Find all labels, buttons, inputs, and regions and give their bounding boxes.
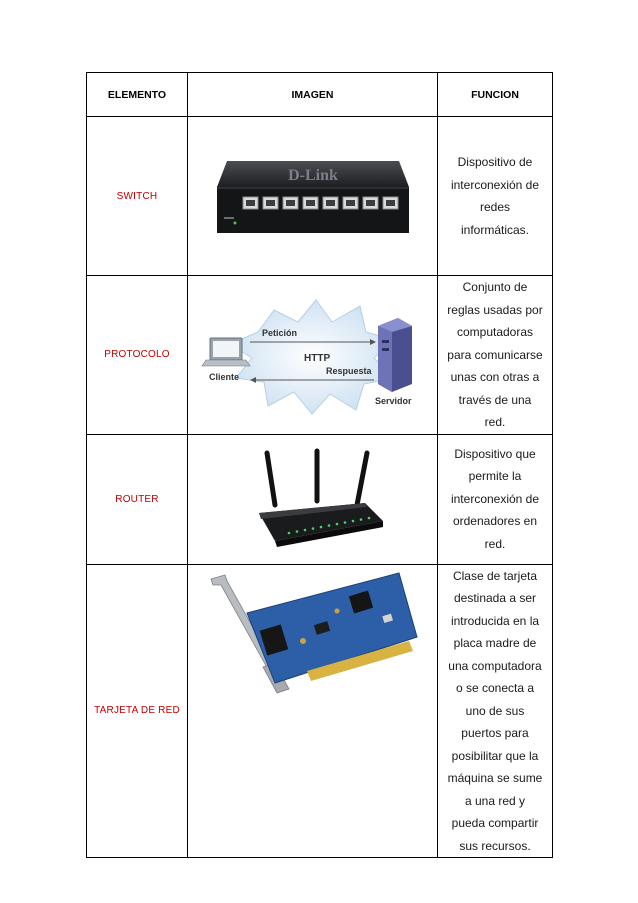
function-line: uno de sus [465, 703, 525, 718]
router-led [303, 528, 306, 532]
function-text: Clase de tarjeta destinada a ser introdu… [438, 565, 552, 858]
card-gold-contacts [306, 640, 413, 681]
element-label-router: ROUTER [86, 433, 188, 565]
switch-illustration: D-Link [216, 161, 409, 233]
router-led [335, 522, 338, 526]
router-led [367, 516, 370, 520]
function-tarjeta-de-red: Clase de tarjeta destinada a ser introdu… [437, 563, 553, 858]
function-line: placa madre de [453, 636, 537, 650]
function-line: Clase de tarjeta [452, 568, 538, 583]
elements-table: ELEMENTO IMAGEN FUNCION SWITCH D-Link [86, 72, 553, 858]
network-card-image [187, 563, 438, 858]
switch-image: D-Link [187, 116, 438, 276]
function-line: puertos para [461, 726, 529, 740]
router-leds [287, 516, 370, 535]
header-funcion: FUNCION [437, 72, 553, 117]
function-line: máquina se sume [447, 771, 543, 785]
router-led [343, 521, 346, 524]
function-line: informáticas. [460, 222, 530, 237]
function-line: permite la [468, 469, 522, 484]
brand-logo: D-Link [288, 167, 338, 184]
function-line: para comunicarse [447, 347, 543, 362]
function-line: red. [484, 536, 506, 551]
router-led [319, 525, 322, 529]
card-connector [259, 623, 288, 656]
function-router: Dispositivo que permite la interconexión… [437, 433, 553, 565]
router-illustration [258, 448, 383, 547]
function-line: red. [484, 415, 506, 429]
router-image [187, 433, 438, 565]
function-line: interconexión de [450, 177, 540, 192]
server-icon [377, 317, 412, 392]
client-label: Cliente [209, 372, 239, 382]
header-row: ELEMENTO IMAGEN FUNCION [86, 72, 553, 117]
table-row-router: ROUTER Dispositivo que permite la interc… [86, 433, 553, 565]
function-line: sus recursos. [459, 838, 531, 853]
network-card-illustration [209, 571, 418, 693]
function-line: pueda compartir [451, 816, 539, 830]
function-line: introducida en la [450, 613, 540, 628]
function-line: a una red y [464, 793, 526, 808]
function-line: Dispositivo que [454, 446, 536, 461]
cloud-shape [228, 298, 395, 415]
function-line: una computadora [448, 658, 542, 673]
antenna-icons [264, 448, 369, 508]
table-row-protocolo: PROTOCOLO Cliente [86, 275, 553, 435]
table-row-tarjeta-de-red: TARJETA DE RED Clase de tarjet [86, 563, 553, 858]
element-label-protocolo: PROTOCOLO [86, 275, 188, 435]
function-line: computadoras [456, 325, 534, 339]
table-row-switch: SWITCH D-Link Dispositivo de inte [86, 116, 553, 276]
function-switch: Dispositivo de interconexión de redes in… [437, 116, 553, 276]
router-led [287, 531, 290, 535]
card-pcb [245, 571, 418, 684]
function-line: interconexión de [450, 491, 540, 506]
header-elemento: ELEMENTO [86, 72, 188, 117]
element-label-tarjeta-de-red: TARJETA DE RED [86, 563, 188, 858]
function-line: Conjunto de [462, 280, 528, 294]
function-protocolo: Conjunto de reglas usadas por computador… [437, 275, 553, 435]
function-line: redes [479, 200, 511, 214]
element-label-switch: SWITCH [86, 116, 188, 276]
function-line: través de una [458, 392, 532, 407]
switch-ports [242, 196, 398, 210]
router-led [327, 524, 330, 527]
router-led [311, 527, 314, 530]
function-text: Dispositivo que permite la interconexión… [438, 443, 552, 556]
function-line: posibilitar que la [451, 748, 539, 763]
request-label: Petición [262, 328, 297, 338]
header-imagen: IMAGEN [187, 72, 438, 117]
function-line: o se conecta a [455, 681, 535, 695]
function-line: unas con otras a [450, 370, 540, 384]
server-label: Servidor [375, 396, 412, 406]
http-label: HTTP [304, 353, 330, 364]
protocol-image: Cliente Servidor Petición Respuesta HTTP [187, 275, 438, 435]
function-line: reglas usadas por [447, 302, 543, 317]
function-text: Conjunto de reglas usadas por computador… [438, 276, 552, 434]
laptop-icon [200, 337, 251, 367]
function-line: destinada a ser [453, 591, 537, 605]
function-line: Dispositivo de [457, 155, 533, 169]
function-text: Dispositivo de interconexión de redes in… [438, 151, 552, 241]
router-led [295, 530, 298, 533]
router-led [359, 518, 362, 521]
protocol-diagram: Cliente Servidor Petición Respuesta HTTP [200, 298, 412, 415]
response-label: Respuesta [326, 366, 373, 376]
function-line: ordenadores en [452, 514, 538, 529]
router-led [351, 519, 354, 523]
